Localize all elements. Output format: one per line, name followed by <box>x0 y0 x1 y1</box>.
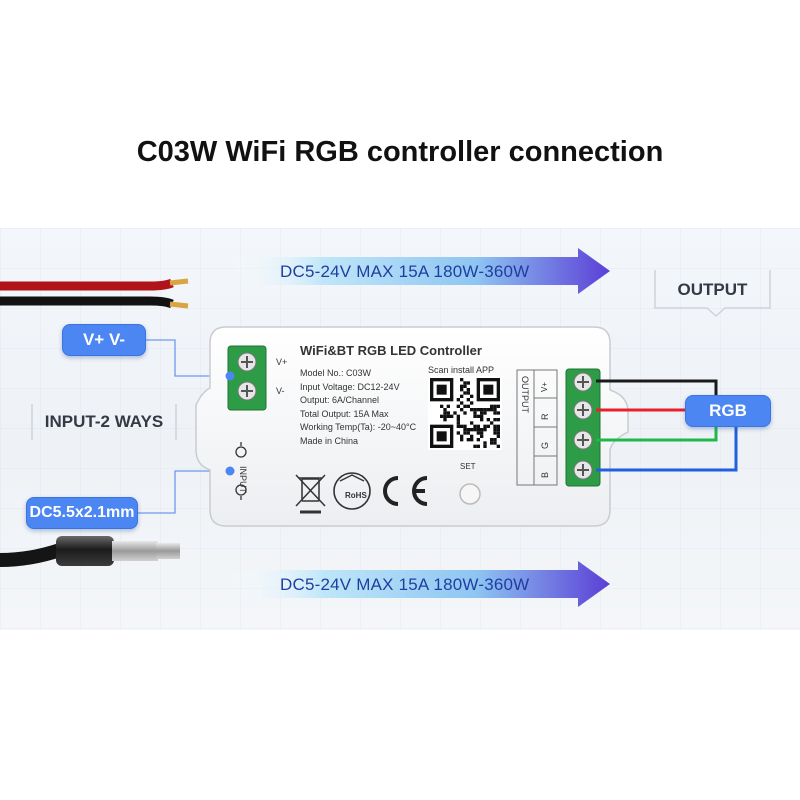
input-label: INPUT <box>238 466 248 493</box>
vplus-vminus-label: V+ V- <box>62 324 146 356</box>
rohs-text: RoHS <box>345 491 367 500</box>
ce-mark-icon <box>383 476 428 506</box>
dc-jack-cable <box>0 536 180 567</box>
input-ways-frame <box>31 404 177 440</box>
spec-list: Model No.: C03W Input Voltage: DC12-24V … <box>300 367 416 449</box>
channel-vplus: V+ <box>540 381 549 392</box>
qr-code-icon <box>428 376 502 450</box>
output-label-frame <box>654 270 771 318</box>
dc-jack-label: DC5.5x2.1mm <box>26 497 138 529</box>
controller-name: WiFi&BT RGB LED Controller <box>300 343 482 358</box>
channel-b: B <box>540 471 550 478</box>
input-leader-dot <box>225 371 235 381</box>
bottom-arrow-label: DC5-24V MAX 15A 180W-360W <box>280 575 530 594</box>
output-label: OUTPUT <box>677 280 748 299</box>
wheelie-bin-crossed-icon <box>295 474 326 514</box>
spec-line: Working Temp(Ta): -20~40°C <box>300 422 417 433</box>
vplus-terminal-label: V+ <box>276 357 288 367</box>
spec-line: Model No.: C03W <box>300 368 372 378</box>
output-terminal-screws <box>573 372 593 480</box>
set-label: SET <box>460 462 476 471</box>
spec-line: Output: 6A/Channel <box>300 395 380 406</box>
input-terminal-block <box>227 345 267 411</box>
top-arrow-label: DC5-24V MAX 15A 180W-360W <box>280 262 530 281</box>
output-channel-table <box>516 369 558 486</box>
input-wire <box>0 278 189 309</box>
page-title: C03W WiFi RGB controller connection <box>136 136 664 168</box>
channel-g: G <box>540 441 550 449</box>
set-button-icon[interactable] <box>459 483 481 505</box>
scan-app-text: Scan install APP <box>428 365 495 375</box>
output-vertical-label: OUTPUT <box>520 376 530 413</box>
controller-body <box>195 326 629 527</box>
spec-line: Input Voltage: DC12-24V <box>300 381 400 392</box>
bottom-power-arrow <box>228 561 610 607</box>
vminus-terminal-label: V- <box>276 386 285 396</box>
output-terminal-block <box>565 368 601 487</box>
rgb-wires <box>596 379 738 472</box>
top-power-arrow <box>228 248 610 294</box>
rgb-label: RGB <box>685 395 771 427</box>
jack-leader-dot <box>225 466 235 476</box>
rohs-icon <box>333 472 371 510</box>
input-ways-label: INPUT-2 WAYS <box>44 412 164 431</box>
dc-input-symbol <box>235 442 247 500</box>
spec-line: Made in China <box>300 435 359 446</box>
channel-r: R <box>540 413 550 421</box>
spec-line: Total Output: 15A Max <box>300 408 389 419</box>
